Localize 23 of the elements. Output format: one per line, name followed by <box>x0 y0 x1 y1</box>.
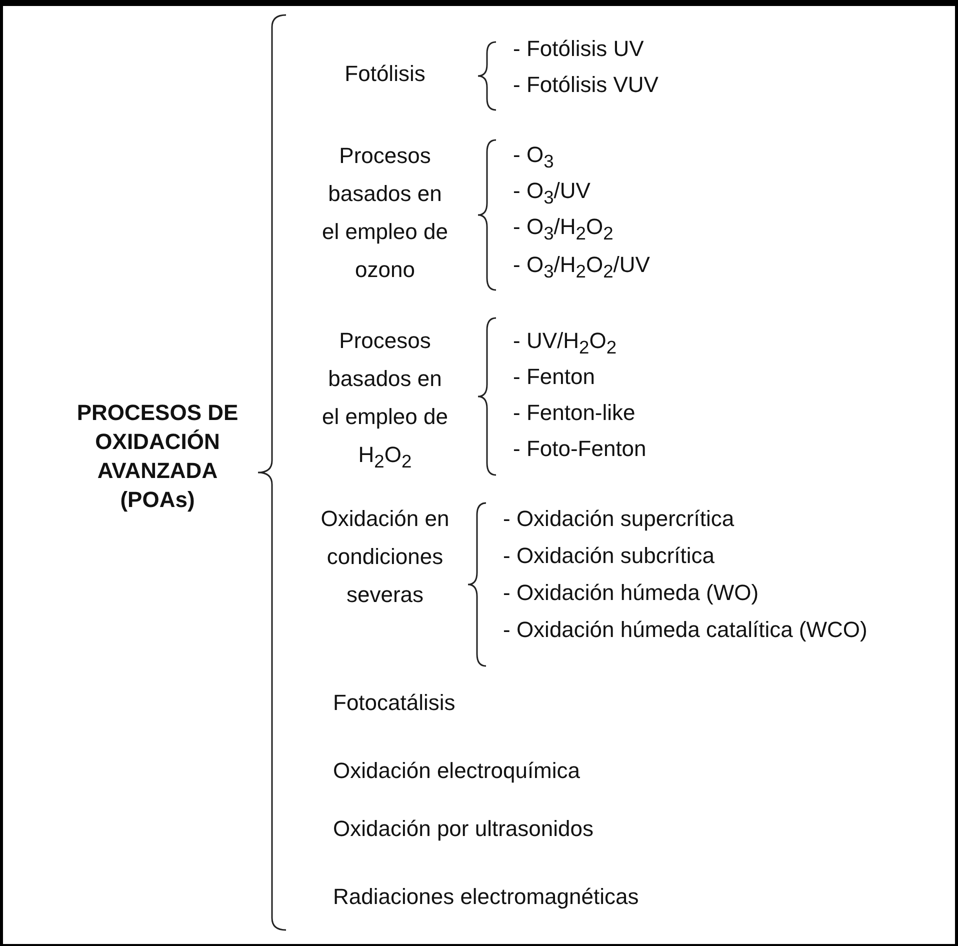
list-item: - Oxidación subcrítica <box>503 542 715 570</box>
list-item: - Fenton <box>513 363 595 391</box>
category-label: Radiaciones electromagnéticas <box>333 883 639 911</box>
category-label: Oxidación por ultrasonidos <box>333 815 594 843</box>
root-label: PROCESOS DE OXIDACIÓN AVANZADA (POAs) <box>76 399 240 514</box>
category-label: Fotólisis <box>344 60 426 88</box>
list-item: - O$_{3}$/H$_{2}$O$_{2}$ <box>513 213 614 246</box>
list-item: - Foto-Fenton <box>513 435 646 463</box>
category-label: Fotocatálisis <box>333 689 456 717</box>
list-item: - Oxidación supercrítica <box>503 505 734 533</box>
list-item: - O$_{3}$/UV <box>513 177 590 210</box>
list-item: - Fotólisis UV <box>513 35 644 63</box>
category-label: Oxidación electroquímica <box>333 757 580 785</box>
list-item: - Oxidación húmeda catalítica (WCO) <box>503 616 868 644</box>
category-label: Oxidación en condiciones severas <box>320 505 450 609</box>
list-item: - Oxidación húmeda (WO) <box>503 579 759 607</box>
list-item: - Fotólisis VUV <box>513 71 658 99</box>
list-item: - Fenton-like <box>513 399 636 427</box>
list-item: - O$_{3}$ <box>513 141 554 174</box>
list-item: - O$_{3}$/H$_{2}$O$_{2}$/UV <box>513 251 650 284</box>
category-label: Procesos basados en el empleo de ozono <box>321 142 449 284</box>
list-item: - UV/H$_{2}$O$_{2}$ <box>513 327 617 360</box>
category-label: Procesos basados en el empleo de H$_{2}$O$_{2}$ <box>321 327 449 474</box>
